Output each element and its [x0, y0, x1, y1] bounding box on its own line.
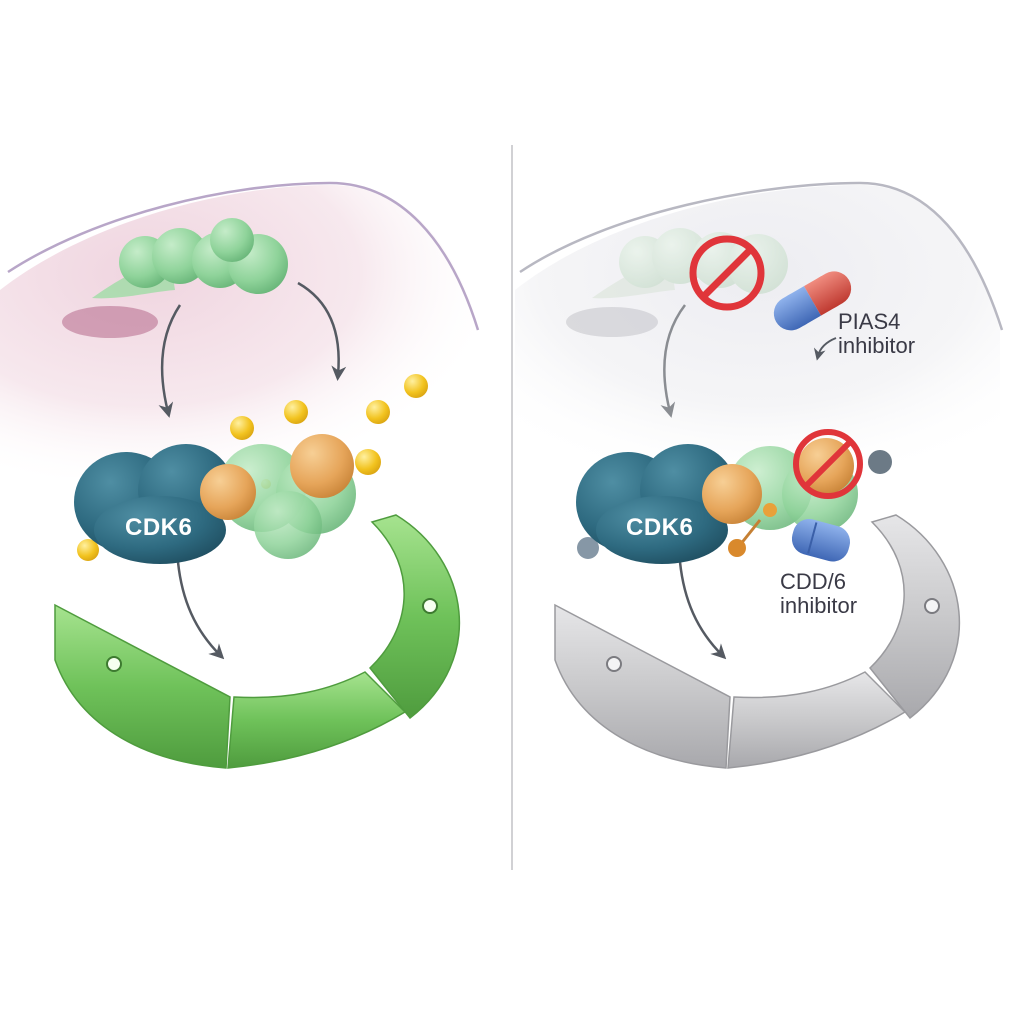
- left-cdk6-label: CDK6: [125, 514, 193, 541]
- orange-protein-ball: [200, 464, 256, 520]
- ring-segment: [868, 514, 961, 720]
- pias4-label-line1: PIAS4: [838, 309, 901, 334]
- arrow-icon: [297, 281, 347, 381]
- pias4-label-line2: inhibitor: [838, 333, 916, 358]
- capsule-icon: [773, 271, 852, 331]
- arrow-icon: [678, 561, 727, 660]
- ring-segment: [54, 603, 231, 769]
- right-cdk6-label: CDK6: [626, 514, 694, 541]
- left-panel: [0, 181, 480, 769]
- arrow-icon: [176, 561, 225, 660]
- left-cytoplasm-stain: [62, 306, 158, 338]
- arrow-icon: [660, 304, 686, 418]
- pias4-inhibitor-label: PIAS4 inhibitor: [838, 310, 915, 358]
- ring-segment: [368, 514, 461, 720]
- inactive-dot: [577, 537, 599, 559]
- phosphate-dot: [404, 374, 428, 398]
- ring-rivet: [422, 598, 438, 614]
- ring-segment: [554, 603, 731, 769]
- ring-rivet: [106, 656, 122, 672]
- ring-segment: [227, 671, 407, 769]
- right-panel: [515, 181, 1004, 769]
- cdk-inhibitor-label: CDD/6 inhibitor: [780, 570, 857, 618]
- left-cell-membrane: [7, 181, 480, 331]
- right-cytoplasm-stain: [566, 307, 658, 337]
- cdk-inhibitor-label-line2: inhibitor: [780, 593, 858, 618]
- ring-rivet: [606, 656, 622, 672]
- right-cell-cycle-ring: [554, 514, 961, 769]
- orange-protein-ball: [702, 464, 762, 524]
- arrow-icon: [158, 304, 182, 418]
- right-cell-membrane: [519, 181, 1004, 331]
- phosphate-dot: [763, 503, 777, 517]
- phosphate-dot: [77, 539, 99, 561]
- arrow-icon: [813, 337, 837, 361]
- capsule-icon: [791, 518, 851, 562]
- left-cell-cycle-ring: [54, 514, 461, 769]
- ring-segment: [727, 671, 907, 769]
- left-cdk6-protein: [74, 444, 234, 564]
- ring-rivet: [924, 598, 940, 614]
- phosphate-dot: [728, 539, 746, 557]
- prohibition-icon: [689, 235, 765, 311]
- left-upstream-complex: [92, 218, 288, 299]
- prohibition-icon: [793, 429, 863, 499]
- phosphate-dot: [284, 400, 308, 424]
- right-upstream-complex: [592, 228, 788, 299]
- orange-protein-ball: [290, 434, 354, 498]
- cdk-inhibitor-label-line1: CDD/6: [780, 569, 847, 594]
- inactive-dot: [868, 450, 892, 474]
- phosphate-dot: [355, 449, 381, 475]
- phosphate-dot: [230, 416, 254, 440]
- phosphate-dot: [366, 400, 390, 424]
